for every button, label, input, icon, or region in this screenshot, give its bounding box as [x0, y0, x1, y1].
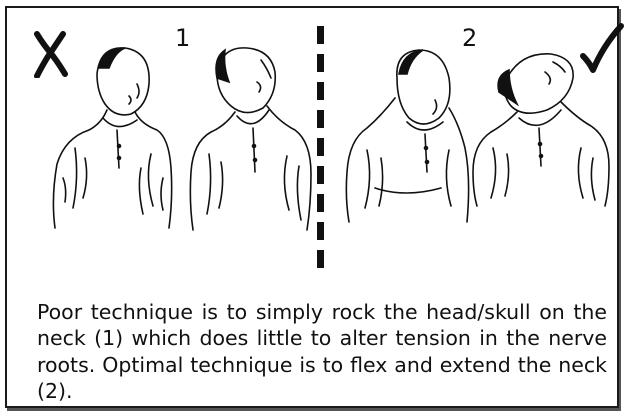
optimal-technique-figure-neck-flexed [345, 38, 475, 223]
illustration-panel: 1 2 [5, 6, 619, 408]
poor-technique-figure-head-down [45, 38, 177, 233]
optimal-technique-figure-neck-extended [469, 48, 614, 208]
figure-caption: Poor technique is to simply rock the hea… [37, 299, 607, 405]
poor-technique-figure-head-back [187, 38, 317, 233]
